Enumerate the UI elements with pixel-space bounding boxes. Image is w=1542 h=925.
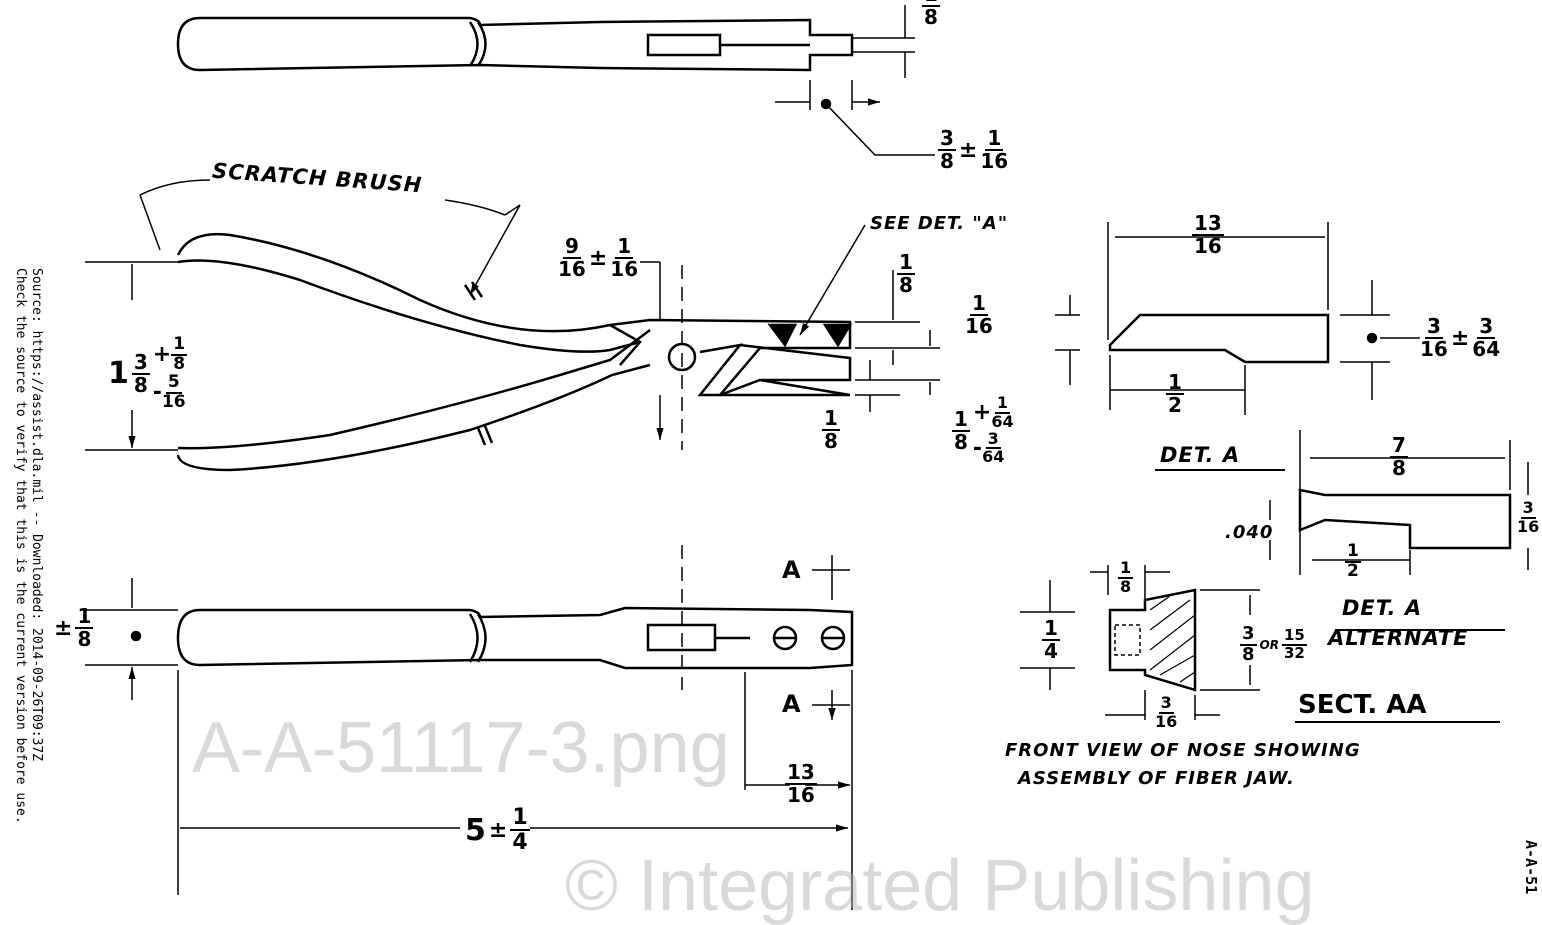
watermark-line2: A-A-51117-3.png bbox=[192, 708, 730, 788]
section-aa-title: SECT. AA bbox=[1298, 690, 1427, 720]
side-view-pliers bbox=[85, 179, 940, 690]
detail-a-alt-subtitle: ALTERNATE bbox=[1328, 626, 1469, 650]
source-line2: Check the source to verify that this is … bbox=[13, 268, 28, 824]
bottom-view-pliers bbox=[85, 555, 852, 910]
top-view-pliers bbox=[176, 5, 935, 156]
section-marker-a-top: A bbox=[782, 556, 801, 584]
detail-a bbox=[1055, 222, 1420, 471]
drawing-number: A-A-51 bbox=[1522, 840, 1540, 895]
dim-top-jaw: 18 bbox=[922, 0, 940, 28]
front-view-caption-2: ASSEMBLY OF FIBER JAW. bbox=[1018, 768, 1295, 789]
watermark-line1: © Integrated Publishing bbox=[565, 846, 1315, 925]
detail-a-alt-title: DET. A bbox=[1342, 596, 1423, 620]
section-aa bbox=[1020, 565, 1500, 723]
section-marker-a-bottom: A bbox=[782, 690, 801, 718]
see-detail-a-label: SEE DET. "A" bbox=[870, 213, 1009, 234]
front-view-caption-1: FRONT VIEW OF NOSE SHOWING bbox=[1005, 740, 1361, 761]
dim-040: .040 bbox=[1225, 522, 1274, 543]
detail-a-title: DET. A bbox=[1160, 443, 1241, 467]
source-line1: Source: https://assist.dla.mil -- Downlo… bbox=[29, 268, 44, 762]
detail-a-alternate bbox=[1269, 430, 1529, 631]
